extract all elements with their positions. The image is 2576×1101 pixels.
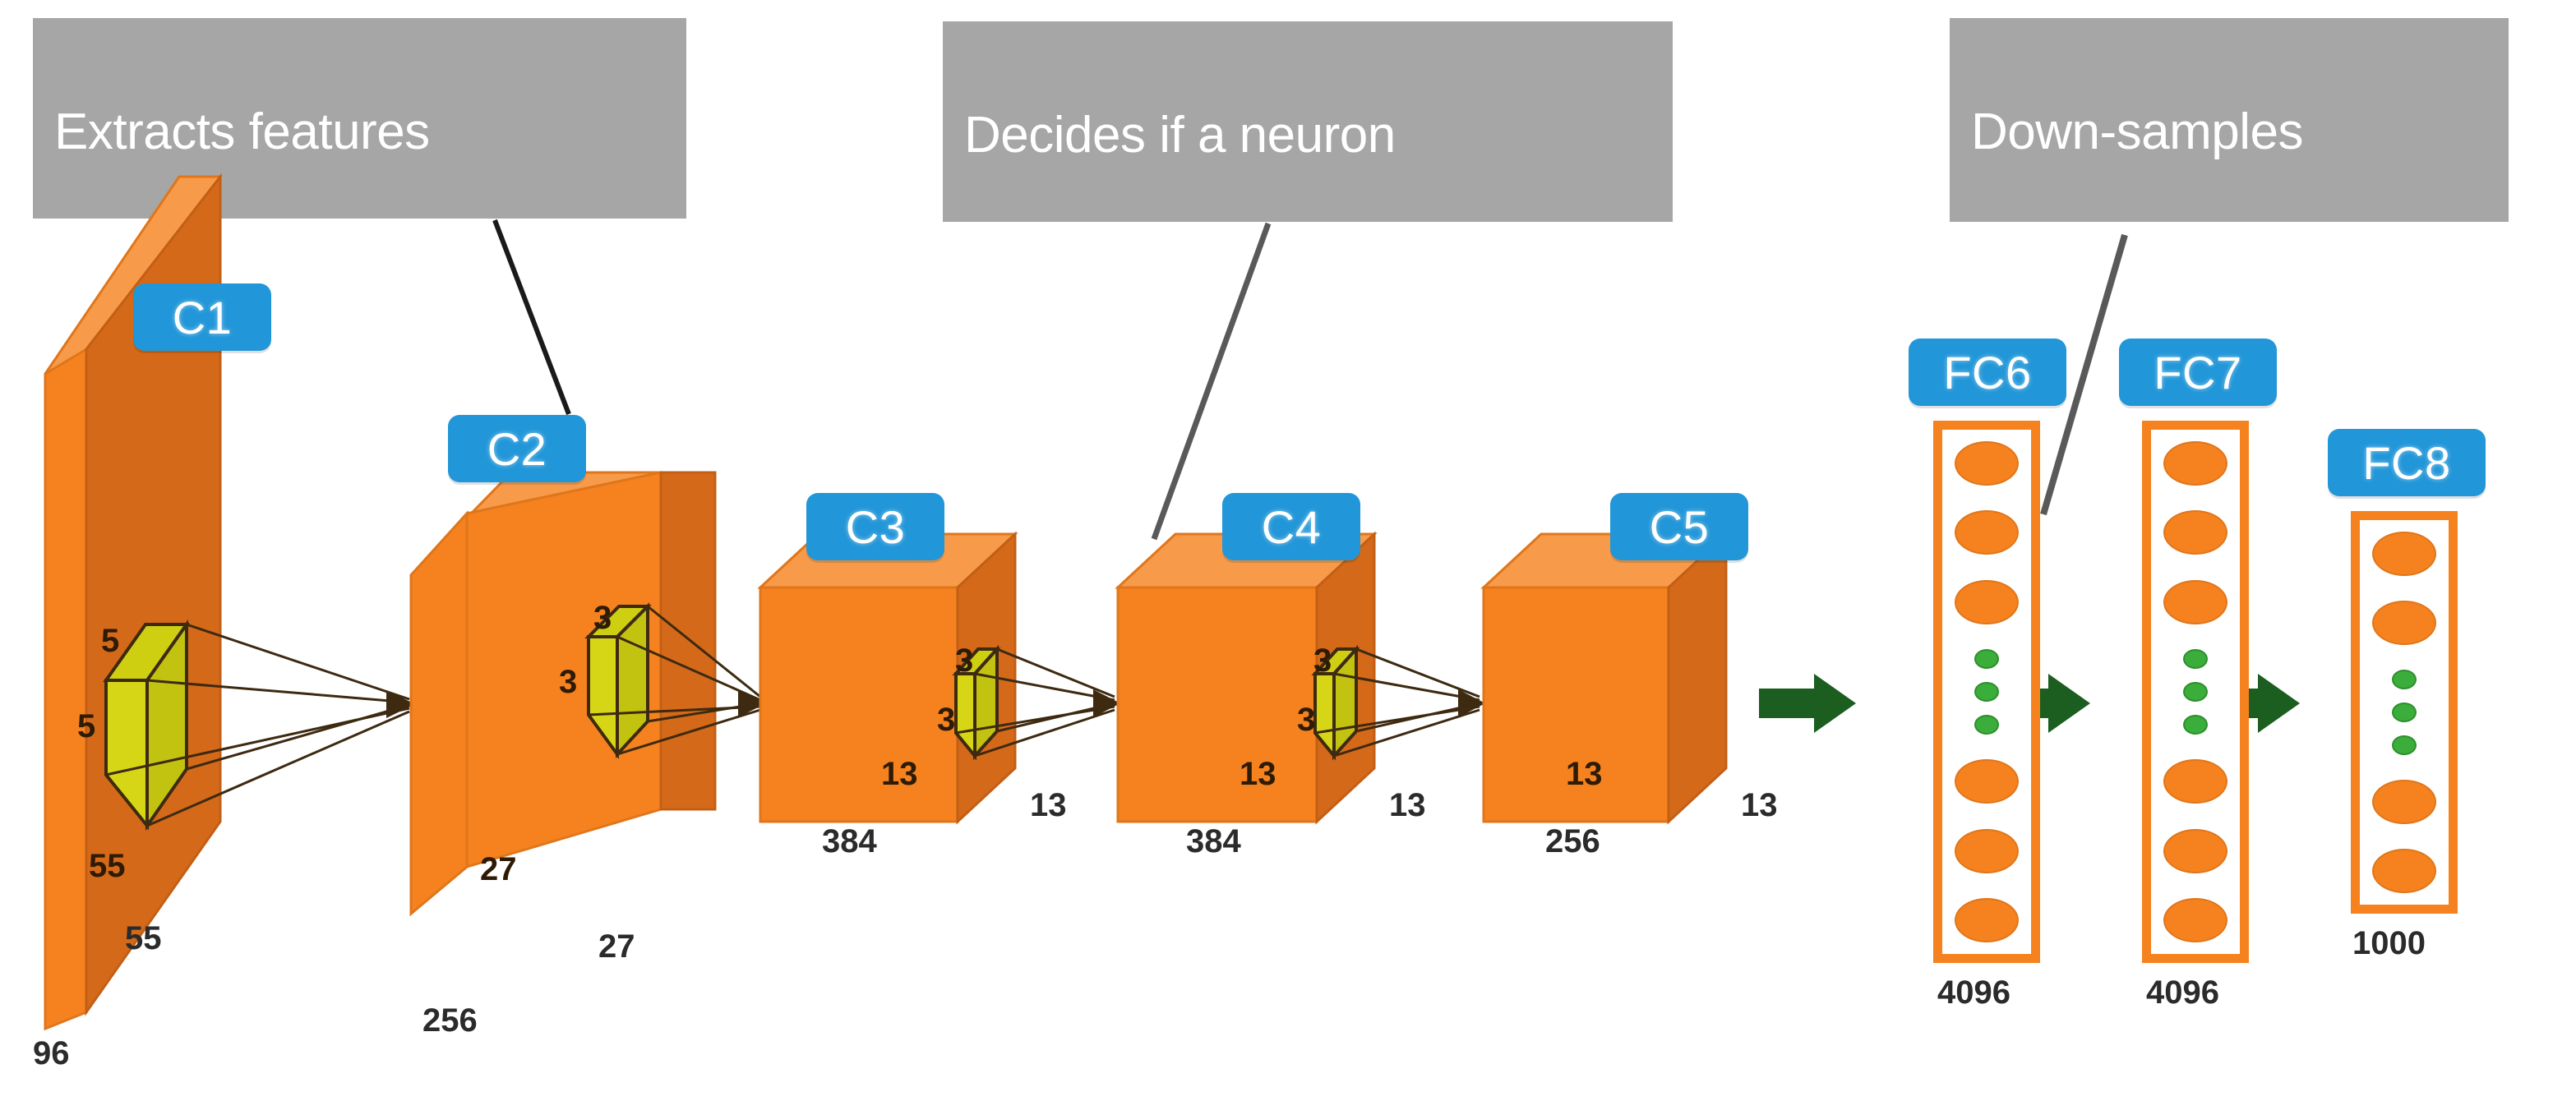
ellipsis-dot: [2183, 714, 2208, 735]
kernel-ray-arrowhead-c1: [386, 690, 415, 718]
block-height-c1: 55: [89, 848, 126, 884]
fc-node: [2163, 510, 2227, 555]
callout-line: the feature map: [1971, 239, 2322, 297]
ellipsis-dot: [1974, 714, 1999, 735]
ellipsis-dot: [2183, 648, 2208, 669]
fc-node: [2163, 759, 2227, 804]
block-height-c5: 13: [1566, 756, 1603, 792]
fc-column-fc6[interactable]: [1933, 421, 2040, 963]
fc-node: [2163, 828, 2227, 873]
layer-tag-label: FC6: [1943, 346, 2032, 398]
kernel-dim-c2-side: 3: [559, 664, 578, 700]
layer-tag-fc6[interactable]: FC6: [1909, 339, 2066, 406]
fc-column-fc8[interactable]: [2351, 511, 2458, 914]
layer-tag-c5[interactable]: C5: [1610, 493, 1748, 560]
kernel-dim-c1-top: 5: [101, 623, 120, 659]
ellipsis-dot: [2392, 703, 2417, 722]
block-channels-c3: 384: [822, 823, 877, 859]
kernel-rays-c3: [955, 647, 1115, 758]
fc-node: [1955, 579, 2019, 624]
ellipsis-dots: [1974, 648, 1999, 735]
kernel-ray-arrowhead-c4: [1458, 689, 1485, 717]
ellipsis-dot: [1974, 681, 1999, 702]
block-depth-c5: 13: [1741, 787, 1778, 823]
block-height-c3: 13: [881, 756, 918, 792]
block-height-c2: 27: [480, 851, 517, 887]
fc-node: [1955, 897, 2019, 942]
fc-node: [2372, 849, 2436, 893]
fc-node: [1955, 759, 2019, 804]
kernel-rays-c4: [1314, 647, 1480, 758]
callout-downsamples: Down-samples the feature map: [1950, 18, 2509, 296]
kernel-ray-arrowhead-c2: [738, 689, 766, 717]
layer-tag-c1[interactable]: C1: [133, 283, 271, 351]
layer-tag-label: C4: [1261, 500, 1322, 553]
kernel-dim-c1-side: 5: [77, 708, 96, 744]
fc-node: [2163, 579, 2227, 624]
block-depth-c3: 13: [1030, 787, 1067, 823]
ellipsis-dot: [1974, 648, 1999, 669]
layer-tag-c4[interactable]: C4: [1222, 493, 1360, 560]
layer-tag-fc7[interactable]: FC7: [2119, 339, 2277, 406]
block-channels-c1: 96: [33, 1035, 70, 1071]
kernel-ray-arrowhead-c3: [1093, 689, 1120, 717]
ellipsis-dot: [2392, 670, 2417, 689]
fc-column-fc7[interactable]: [2142, 421, 2249, 963]
layer-tag-fc8[interactable]: FC8: [2328, 429, 2486, 496]
block-depth-c2: 27: [598, 928, 635, 965]
callout-line: Down-samples: [1971, 104, 2304, 161]
fc-node: [2372, 780, 2436, 824]
block-height-c4: 13: [1240, 756, 1276, 792]
layer-tag-c3[interactable]: C3: [806, 493, 944, 560]
callout-extracts-features: Extracts features from images: [33, 18, 686, 296]
fc-node: [1955, 828, 2019, 873]
kernel-dim-c3-top: 3: [955, 643, 974, 679]
callout-line: should be activated: [964, 242, 1396, 300]
callout-line: Decides if a neuron: [964, 107, 1396, 164]
kernel-dim-c3-side: 3: [937, 702, 956, 738]
layer-tag-label: C3: [845, 500, 906, 553]
callout-activation: Decides if a neuron should be activated: [943, 21, 1673, 299]
flow-arrow-c5-to-fc6: [1759, 674, 1856, 733]
kernel-dim-c4-side: 3: [1297, 702, 1316, 738]
kernel-dim-c4-top: 3: [1313, 643, 1332, 679]
block-channels-c5: 256: [1545, 823, 1600, 859]
layer-tag-label: FC7: [2154, 346, 2242, 398]
block-channels-c2: 256: [422, 1002, 478, 1039]
fc-node: [2163, 897, 2227, 942]
ellipsis-dots: [2183, 648, 2208, 735]
layer-tag-label: C1: [172, 291, 233, 343]
fc-units-fc7: 4096: [2146, 974, 2219, 1011]
ellipsis-dots: [2392, 670, 2417, 755]
block-depth-c4: 13: [1389, 787, 1426, 823]
fc-node: [2372, 601, 2436, 645]
ellipsis-dot: [2392, 735, 2417, 755]
fc-node: [1955, 441, 2019, 486]
kernel-rays-c1: [105, 623, 410, 827]
fc-units-fc8: 1000: [2352, 925, 2426, 961]
block-channels-c4: 384: [1186, 823, 1241, 859]
block-depth-c1: 55: [125, 920, 162, 956]
ellipsis-dot: [2183, 681, 2208, 702]
layer-tag-c2[interactable]: C2: [448, 415, 586, 482]
fc-node: [1955, 510, 2019, 555]
fc-node: [2372, 532, 2436, 576]
layer-tag-label: C2: [487, 422, 547, 475]
kernel-rays-c2: [588, 605, 761, 756]
fc-node: [2163, 441, 2227, 486]
conv-block-c5: [1480, 531, 1729, 825]
callout-line: Extracts features: [54, 104, 430, 161]
kernel-dim-c2-top: 3: [593, 600, 612, 636]
layer-tag-label: C5: [1649, 500, 1710, 553]
fc-units-fc6: 4096: [1937, 974, 2010, 1011]
layer-tag-label: FC8: [2362, 436, 2451, 489]
